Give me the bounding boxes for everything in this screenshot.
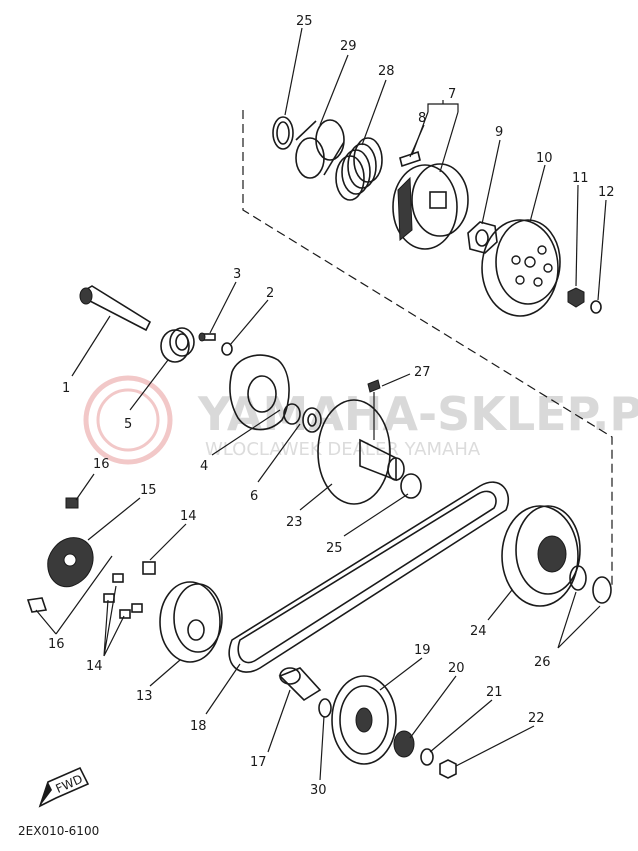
part-2-washer: [221, 342, 233, 356]
callout-10: 10: [536, 151, 553, 166]
callout-6: 6: [250, 489, 258, 504]
part-13-fixed-sheave: [159, 581, 223, 663]
callout-16-lower: 16: [48, 637, 65, 652]
callout-13: 13: [136, 689, 153, 704]
part-14-rollers: [103, 561, 156, 619]
callout-9: 9: [495, 125, 503, 140]
part-22-nut: [439, 759, 457, 779]
part-26-washer-b: [592, 576, 612, 604]
part-9-nut: [467, 221, 498, 254]
callout-labels: 25 29 28 7 8 9 10 11 12 3 2 1 5 27 4 6 1…: [48, 14, 615, 798]
part-29-sleeve: [295, 119, 345, 179]
callout-27: 27: [414, 365, 431, 380]
part-23-sheave: [317, 399, 405, 505]
part-15-cam: [47, 537, 94, 588]
fwd-arrow-icon: FWD: [38, 766, 90, 808]
callout-4: 4: [200, 459, 208, 474]
callout-26: 26: [534, 655, 551, 670]
callout-30: 30: [310, 783, 327, 798]
callout-25-lower: 25: [326, 541, 343, 556]
part-19-fan: [331, 675, 397, 765]
callout-11: 11: [572, 171, 589, 186]
clutch-group: [272, 116, 602, 317]
callout-3: 3: [233, 267, 241, 282]
callout-1: 1: [62, 381, 70, 396]
part-5-bearing: [160, 327, 195, 363]
part-26-washer-a: [569, 565, 587, 591]
part-25-ring-lower: [400, 473, 422, 499]
leader-lines: [35, 27, 607, 781]
callout-14-lower: 14: [86, 659, 103, 674]
callout-14-top: 14: [180, 509, 197, 524]
callout-12: 12: [598, 185, 615, 200]
callout-8: 8: [418, 111, 426, 126]
part-20-hub: [393, 730, 415, 758]
part-27-bolt: [367, 379, 381, 393]
callout-17: 17: [250, 755, 267, 770]
callout-21: 21: [486, 685, 503, 700]
part-28-spring: [335, 137, 383, 201]
part-3-bolt: [198, 332, 216, 342]
callout-20: 20: [448, 661, 465, 676]
part-8-pin: [399, 150, 421, 168]
shaft-group: [79, 285, 422, 505]
watermark: YAMAHA-SKLEP.PL WLOCLAWEK DEALER YAMAHA: [83, 375, 638, 465]
watermark-subtitle: WLOCLAWEK DEALER YAMAHA: [205, 439, 481, 460]
callout-7: 7: [448, 87, 456, 102]
callout-2: 2: [266, 286, 274, 301]
drive-group: [26, 481, 612, 779]
part-16-slider-b: [26, 597, 48, 613]
callout-5: 5: [124, 417, 132, 432]
watermark-title: YAMAHA-SKLEP.PL: [197, 387, 638, 441]
part-10-clutch-housing: [481, 219, 561, 317]
callout-18: 18: [190, 719, 207, 734]
assembly-outline: [242, 110, 613, 585]
part-25-ring: [272, 116, 294, 150]
callout-28: 28: [378, 64, 395, 79]
part-code: 2EX010-6100: [18, 824, 99, 838]
part-17-collar: [278, 667, 322, 702]
callout-19: 19: [414, 643, 431, 658]
watermark-logo: [83, 375, 173, 465]
callout-15: 15: [140, 483, 157, 498]
part-11-nut: [567, 287, 585, 308]
part-12-washer: [590, 300, 602, 314]
callout-23: 23: [286, 515, 303, 530]
callout-25-top: 25: [296, 14, 313, 29]
part-30-washer: [318, 698, 332, 718]
callout-29: 29: [340, 39, 357, 54]
part-21-washer: [420, 748, 434, 766]
part-18-v-belt: [228, 481, 510, 673]
part-1-shaft: [79, 285, 152, 332]
part-4-plate: [229, 354, 290, 431]
callout-16-top: 16: [93, 457, 110, 472]
part-24-sheave: [501, 505, 581, 607]
part-7-clutch-carrier: [392, 163, 469, 250]
part-16-slider-a: [65, 497, 79, 509]
callout-24: 24: [470, 624, 487, 639]
part-6-seal: [283, 403, 322, 433]
callout-22: 22: [528, 711, 545, 726]
